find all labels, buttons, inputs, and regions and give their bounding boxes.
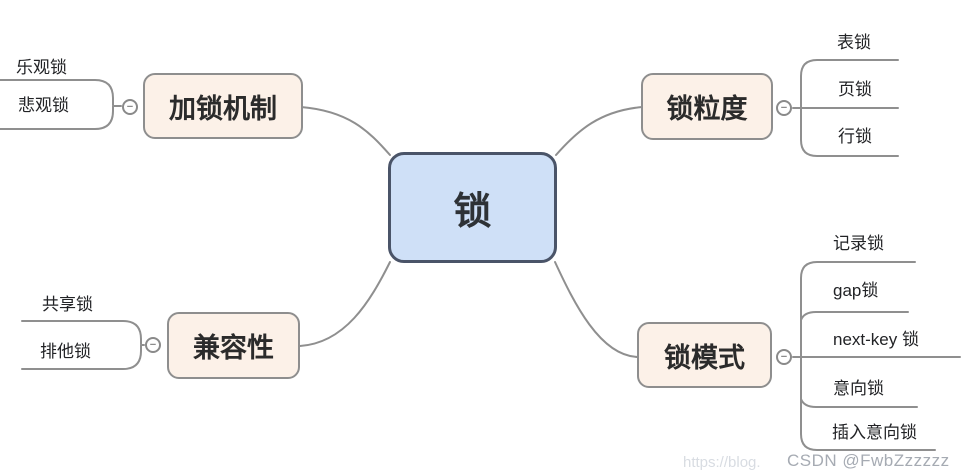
leaf-topic-page-lock[interactable]: 页锁	[838, 80, 872, 99]
collapse-toggle-icon-compatibility[interactable]: −	[145, 337, 161, 353]
leaf-topic-record-lock[interactable]: 记录锁	[833, 234, 884, 253]
curve-root-to-lock-mode	[554, 261, 639, 358]
watermark-url: https://blog.	[683, 454, 761, 471]
collapse-toggle-icon-lock-granularity[interactable]: −	[776, 100, 792, 116]
leaf-topic-exclusive-lock[interactable]: 排他锁	[40, 342, 91, 361]
branch-topic-compatibility[interactable]: 兼容性	[167, 312, 300, 379]
leaf-topic-intention-lock[interactable]: 意向锁	[833, 379, 884, 398]
branch-topic-lock-granularity[interactable]: 锁粒度	[641, 73, 773, 140]
branch-topic-lock-mode[interactable]: 锁模式	[637, 322, 772, 388]
leaf-topic-table-lock[interactable]: 表锁	[837, 33, 871, 52]
branch-lines-locking-mechanism	[0, 79, 122, 130]
collapse-toggle-icon-lock-mode[interactable]: −	[776, 349, 792, 365]
root-topic-lock[interactable]: 锁	[388, 152, 557, 263]
leaf-topic-row-lock[interactable]: 行锁	[838, 127, 872, 146]
leaf-topic-shared-lock[interactable]: 共享锁	[42, 295, 93, 314]
leaf-topic-next-key-lock[interactable]: next-key 锁	[833, 330, 919, 349]
leaf-topic-optimistic-lock[interactable]: 乐观锁	[16, 58, 67, 77]
branch-lines-lock-granularity	[792, 59, 899, 157]
collapse-toggle-icon-locking-mechanism[interactable]: −	[122, 99, 138, 115]
curve-root-to-compatibility	[299, 261, 391, 347]
leaf-topic-gap-lock[interactable]: gap锁	[833, 281, 879, 300]
leaf-topic-pessimistic-lock[interactable]: 悲观锁	[18, 96, 69, 115]
curve-root-to-lock-granularity	[555, 106, 643, 156]
branch-topic-locking-mechanism[interactable]: 加锁机制	[143, 73, 303, 139]
branch-lines-lock-mode	[792, 261, 961, 451]
curve-root-to-locking-mechanism	[300, 106, 391, 156]
branch-lines-compatibility	[21, 320, 145, 370]
watermark-handle: CSDN @FwbZzzzzz	[787, 451, 950, 470]
leaf-topic-insert-intention-lock[interactable]: 插入意向锁	[832, 423, 917, 442]
